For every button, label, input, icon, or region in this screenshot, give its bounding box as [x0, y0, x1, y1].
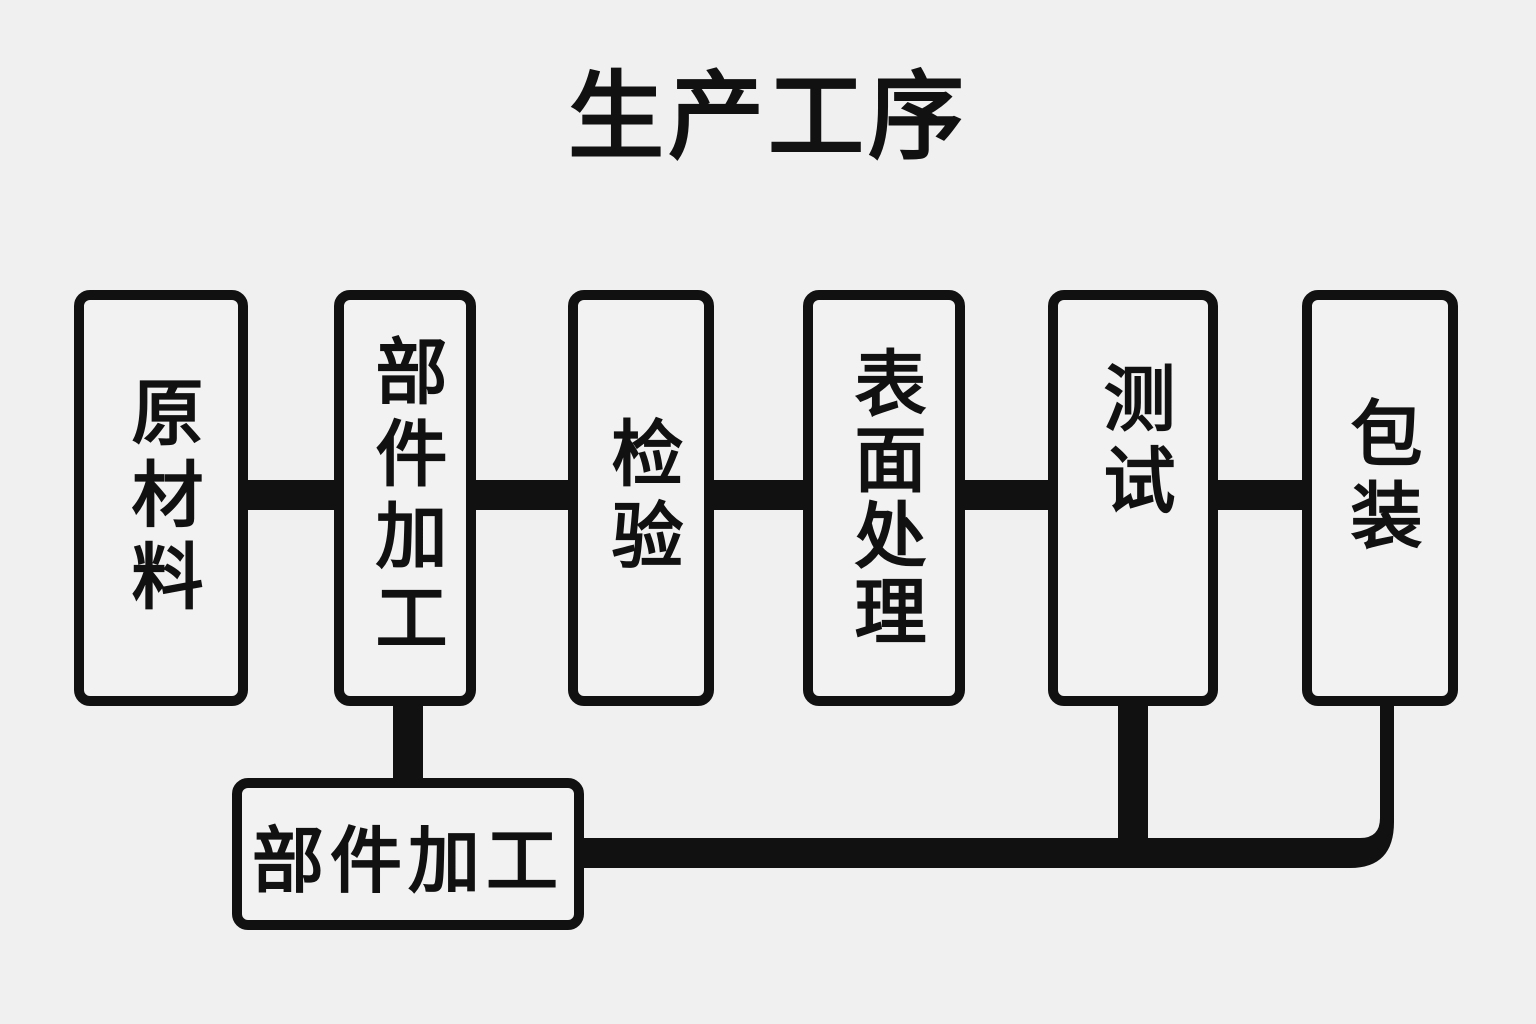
step-label: 原材料 [119, 375, 203, 621]
sub-step-box-part-processing[interactable]: 部件加工 [232, 778, 584, 930]
connector-3-4 [708, 480, 810, 510]
connector-1-2 [240, 480, 340, 510]
connector-2-sub [393, 698, 423, 790]
connector-sub-to-6 [578, 698, 1394, 868]
step-box-inspection[interactable]: 检验 [568, 290, 714, 706]
step-label: 检验 [599, 416, 683, 580]
connector-5-bottom [1118, 698, 1148, 848]
step-label: 部件加工 [363, 334, 447, 662]
step-label: 包装 [1338, 396, 1422, 560]
step-label: 测试 [1091, 361, 1175, 525]
step-label: 表面处理 [842, 346, 926, 650]
step-box-raw-material[interactable]: 原材料 [74, 290, 248, 706]
diagram-title: 生产工序 [568, 61, 968, 173]
step-box-packaging[interactable]: 包装 [1302, 290, 1458, 706]
connector-4-5 [958, 480, 1055, 510]
step-box-part-processing[interactable]: 部件加工 [334, 290, 476, 706]
connector-5-6 [1210, 480, 1310, 510]
step-box-surface-treatment[interactable]: 表面处理 [803, 290, 965, 706]
connector-2-3 [470, 480, 575, 510]
sub-step-label: 部件加工 [251, 818, 564, 903]
step-box-testing[interactable]: 测试 [1048, 290, 1218, 706]
